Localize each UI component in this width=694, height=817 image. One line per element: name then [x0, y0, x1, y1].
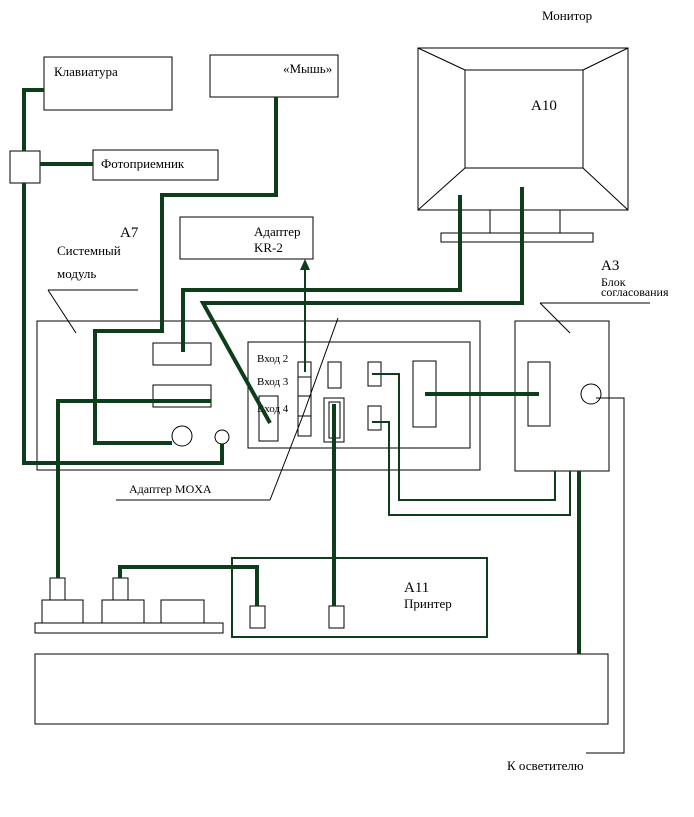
cable-moxa-d [372, 421, 571, 516]
cable-mouse [93, 97, 278, 445]
moxa-slot-left [258, 395, 279, 442]
cable-moxa-c [372, 373, 556, 501]
bottom-device-box [34, 653, 609, 725]
connector-block-1 [41, 599, 84, 624]
ps2-port [171, 425, 193, 447]
adapter-kr2-label-1: Адаптер [254, 224, 301, 239]
match-unit-label-1: Блок [601, 275, 626, 289]
connector-plug-2 [112, 577, 129, 601]
connector-block-2 [101, 599, 145, 624]
input-2-label: Вход 2 [257, 353, 288, 365]
monitor-stand-base [440, 232, 594, 243]
cable-monitor-1 [181, 195, 462, 352]
printer-id-label: А11 [404, 580, 429, 596]
cables [22, 88, 581, 654]
moxa-connector-a [327, 361, 342, 389]
connector-block-3 [160, 599, 205, 624]
printer-connector-2 [328, 605, 345, 629]
input-3-label: Вход 3 [257, 376, 289, 388]
keyboard-label: Клавиатура [54, 64, 118, 79]
mouse-label: «Мышь» [283, 61, 332, 76]
cable-printer-link [118, 565, 259, 606]
adapter-moxa-label: Адаптер MOXA [129, 482, 212, 496]
match-unit-port [580, 383, 602, 405]
adapter-kr2-label-2: KR-2 [254, 240, 283, 255]
monitor-label: Монитор [542, 8, 592, 23]
monitor-screen [464, 69, 584, 169]
printer-box [231, 557, 488, 638]
printer-connector-1 [249, 605, 266, 629]
moxa-connector-d [367, 405, 382, 431]
system-unit-id-label: А7 [120, 225, 139, 241]
cable-keyboard [22, 88, 44, 151]
cable-splitter-system [22, 183, 224, 465]
match-unit-label-2: согласования [601, 285, 669, 299]
kr2-arrow-head [300, 259, 310, 270]
system-unit-label-2: модуль [57, 266, 96, 281]
ps2-port-small [214, 429, 230, 445]
monitor-id-label: А10 [531, 98, 557, 114]
splitter-box [9, 150, 41, 184]
keyboard-box [43, 56, 173, 111]
port-2 [152, 384, 212, 408]
monitor-stand-neck [489, 209, 561, 234]
illuminator-label: К осветителю [507, 758, 584, 773]
connector-plug-1 [49, 577, 66, 601]
match-unit-id-label: А3 [601, 258, 619, 274]
illuminator-lead [586, 397, 625, 754]
cable-monitor-2 [199, 187, 524, 424]
monitor-housing [417, 47, 629, 211]
photoreceiver-label: Фотоприемник [101, 156, 185, 171]
cable-port2 [56, 399, 211, 578]
adapter-kr2-box [179, 216, 314, 260]
connector-panel-base [34, 622, 224, 634]
system-unit-label-1: Системный [57, 243, 121, 258]
printer-label: Принтер [404, 596, 452, 611]
